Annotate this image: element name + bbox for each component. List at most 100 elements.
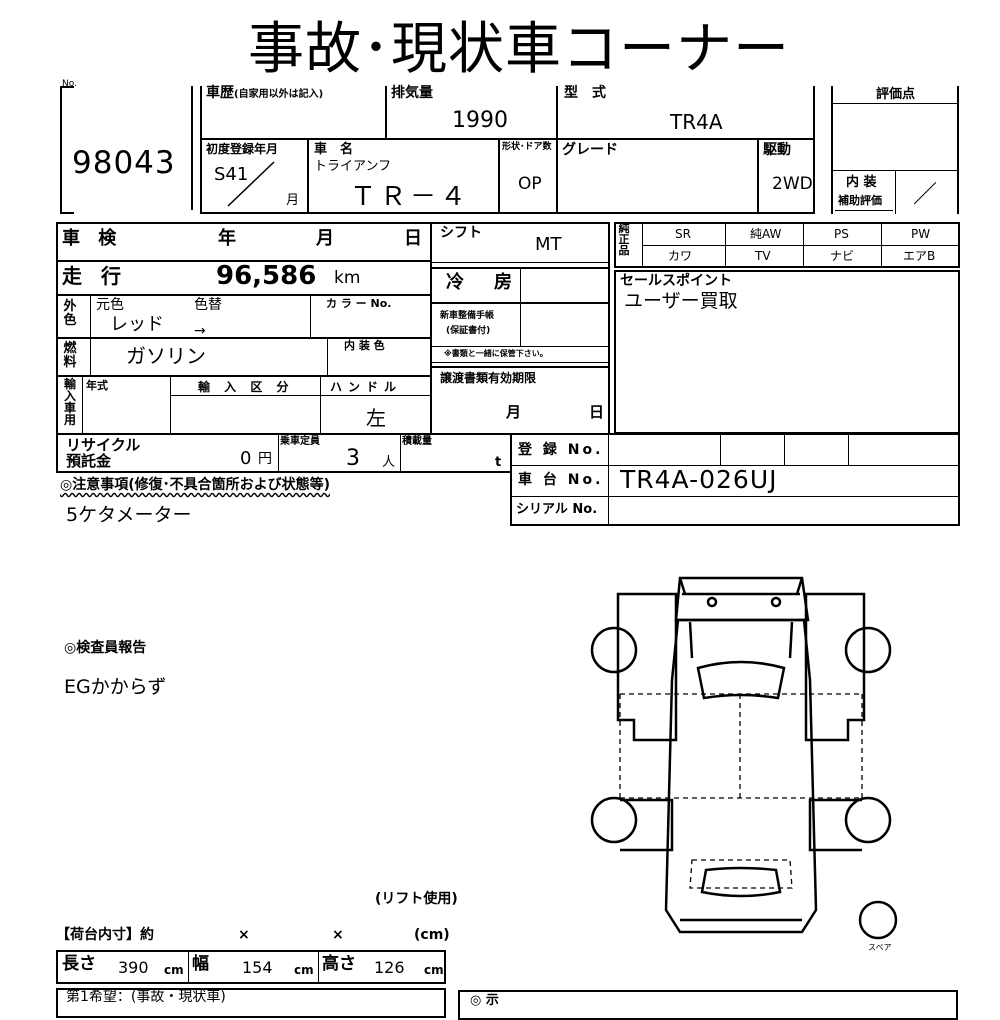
shift-label: シフト [440, 225, 482, 241]
first-reg-label: 初度登録年月 [206, 142, 279, 156]
handle-label: ハンドル [330, 380, 403, 394]
color-arrow: → [194, 323, 206, 339]
inspection-year: 年 [218, 228, 236, 249]
interior-color-label: 内 装 色 [344, 339, 385, 352]
equip-tv: TV [755, 249, 771, 263]
fuel-value: ガソリン [126, 344, 206, 368]
mileage-label: 走 行 [62, 264, 127, 288]
mileage-value: 96,586 [216, 261, 317, 291]
handle-value: 左 [366, 406, 386, 430]
first-reg-month: 月 [286, 193, 300, 208]
drive-value: 2WD [772, 174, 813, 194]
transfer-docs-label: 譲渡書類有効期限 [440, 371, 537, 385]
load-label: 積載量 [402, 436, 432, 447]
interior-eval-label2: 補助評価 [838, 194, 882, 207]
page-title: 事故･現状車コーナー [248, 17, 790, 82]
cargo-unit: (cm) [414, 927, 450, 943]
inspector-value: EGかからず [64, 676, 167, 698]
displacement-value: 1990 [452, 108, 508, 133]
lot-number: 98043 [72, 145, 176, 181]
inspection-month: 月 [316, 228, 334, 249]
fuel-label: 燃料 [63, 341, 77, 370]
color-value: レッド [110, 314, 164, 335]
import-type-label: 輸 入 区 分 [198, 380, 294, 394]
capacity-label: 乗車定員 [280, 436, 320, 447]
interior-eval-label1: 内 装 [846, 175, 877, 190]
cargo-x2: × [332, 927, 344, 943]
model-code-value: TR4A [670, 110, 723, 134]
spare-label: スペア [868, 943, 892, 952]
body-doors-label: 形状･ドア数 [502, 142, 552, 152]
cargo-label: 【荷台内寸】約 [56, 927, 154, 943]
cargo-height: 126 [374, 958, 405, 977]
chassis-value: TR4A-026UJ [620, 465, 778, 494]
serial-label: シリアル No. [516, 502, 598, 517]
car-name-label: 車 名 [314, 142, 354, 157]
recycle-label2: 預託金 [66, 452, 112, 470]
bottom-left-text: 第1希望：(事故・現状車) [66, 989, 226, 1005]
mileage-unit: km [334, 268, 361, 288]
sales-point-box [614, 270, 960, 434]
interior-eval-value: ／ [913, 180, 937, 208]
grade-label: グレード [562, 142, 618, 158]
cargo-length: 390 [118, 958, 149, 977]
notes-label: ◎注意事項(修復･不具合箇所および状態等) [60, 477, 331, 493]
equip-ps: PS [834, 227, 849, 241]
equip-aw: 純AW [750, 227, 782, 241]
lot-bracket [60, 86, 74, 214]
cargo-width: 154 [242, 958, 273, 977]
equip-leather: カワ [668, 249, 693, 263]
cargo-width-label: 幅 [192, 954, 209, 974]
recycle-value: 0 [240, 448, 252, 469]
inspection-label: 車 検 [62, 228, 123, 249]
equip-pw: PW [911, 227, 931, 241]
cargo-length-cm: cm [164, 963, 184, 977]
cargo-x1: × [238, 927, 250, 943]
score-label: 評価点 [876, 87, 916, 102]
warranty-line1: 新車整備手帳 [440, 311, 495, 321]
first-reg-era: S41 [214, 164, 249, 185]
shift-value: MT [535, 234, 562, 255]
notes-value: 5ケタメーター [66, 504, 192, 526]
color-change-label: 色替 [194, 297, 222, 313]
car-name-value: ＴＲ－４ [350, 182, 471, 212]
aircon-label: 冷 房 [446, 272, 518, 293]
inspection-day: 日 [404, 228, 422, 249]
car-diagram [590, 576, 898, 940]
model-code-label: 型 式 [564, 85, 606, 101]
lot-label: No. [62, 79, 77, 89]
warranty-line2: (保証書付) [446, 326, 491, 336]
inspector-label: ◎検査員報告 [64, 640, 147, 656]
body-doors-value: OP [518, 174, 542, 194]
warranty-note: ※書類と一緒に保管下さい。 [444, 349, 548, 358]
capacity-value: 3 [346, 446, 360, 471]
drive-label: 駆動 [763, 142, 791, 158]
transfer-docs-day: 日 [589, 403, 605, 421]
cargo-table [56, 950, 446, 984]
history-label: 車歴(自家用以外は記入) [206, 85, 324, 101]
transfer-docs-month: 月 [506, 403, 522, 421]
color-original-label: 元色 [96, 297, 124, 313]
capacity-unit: 人 [382, 455, 396, 470]
registration-label: 登 録 No. [518, 442, 604, 458]
load-unit: t [495, 455, 502, 470]
sales-point-label: セールスポイント [620, 273, 732, 289]
bottom-right-text: ◎ 示 [470, 993, 499, 1008]
equip-airbag: エアB [903, 249, 936, 263]
first-reg-slash [227, 161, 275, 207]
equip-sr: SR [675, 227, 691, 241]
displacement-label: 排気量 [391, 85, 433, 101]
equipment-label: 純正品 [618, 222, 630, 257]
color-code-label: カ ラ ー No. [326, 297, 392, 310]
recycle-unit: 円 [258, 451, 272, 467]
recycle-label1: リサイクル [66, 436, 141, 454]
cargo-width-cm: cm [294, 963, 314, 977]
import-year-label: 年式 [86, 379, 108, 392]
bottom-right-box [458, 990, 958, 1020]
import-label: 輸入車用 [63, 377, 76, 427]
cargo-length-label: 長さ [62, 954, 96, 974]
chassis-label: 車 台 No. [518, 472, 604, 488]
car-name-kana: トライアンフ [314, 159, 392, 174]
sales-point-value: ユーザー買取 [624, 290, 738, 312]
color-label: 外色 [63, 299, 77, 328]
